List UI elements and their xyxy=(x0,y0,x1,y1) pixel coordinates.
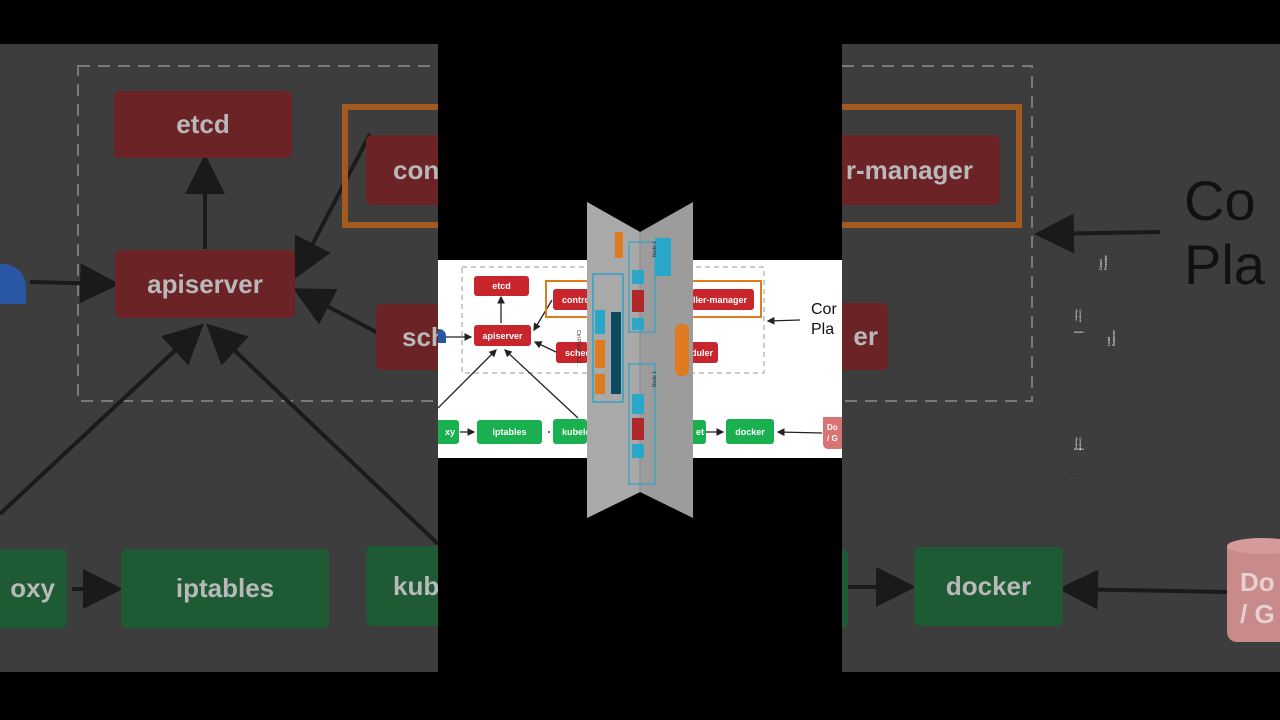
registry-label-right-2: / G xyxy=(1240,599,1275,629)
overlay-node2-label: Node 1 xyxy=(652,370,659,388)
right-connectors xyxy=(842,65,1228,610)
overlay-kubelet2-label: kubelet xyxy=(1074,447,1084,451)
registry-db-icon-right xyxy=(1227,538,1280,642)
apiserver-node-center: apiserver xyxy=(474,325,531,346)
right-background-panel: r-manager er docker Do / G Co Pla xyxy=(842,44,1280,672)
docker-node-right: docker xyxy=(914,547,1063,626)
controller-manager-node: con xyxy=(366,135,438,205)
overlay-pod1-label: Container Runtime xyxy=(1074,309,1083,323)
overlay-node1-label: Node 1 xyxy=(652,240,659,258)
overlay-ctrl-plane-label: Ctrl Plane - 1.2... xyxy=(575,330,581,368)
kubelet-node-center: kubele xyxy=(553,419,587,444)
overlay-kubelet1-label: kubelet xyxy=(1074,330,1084,334)
iptables-node: iptables xyxy=(121,549,329,628)
kubelet-node: kub xyxy=(366,546,438,626)
overlay-lb-label: Load Balancer xyxy=(1106,330,1116,346)
controller-manager-highlight xyxy=(342,104,438,228)
registry-label-center-1: Do xyxy=(827,423,838,432)
control-plane-label-center: Cor Pla xyxy=(811,301,837,338)
controller-manager-highlight-right xyxy=(842,104,1022,228)
folded-architecture-card xyxy=(587,202,693,518)
controller-manager-node-center-right: oller-manager xyxy=(692,289,754,310)
overlay-system-services1-label: System Services xyxy=(1068,356,1080,364)
left-background-panel: etcd apiserver con sch oxy iptables kub xyxy=(0,44,438,672)
kube-proxy-node-center: xy xyxy=(438,420,459,444)
control-plane-label-right: Co Pla xyxy=(1184,169,1265,297)
etcd-node-center: etcd xyxy=(474,276,529,296)
left-connectors xyxy=(0,65,438,609)
apiserver-node: apiserver xyxy=(115,250,295,318)
registry-label-center-2: / G xyxy=(827,434,838,443)
registry-db-icon-center xyxy=(823,417,842,449)
scheduler-node: sch xyxy=(376,304,438,370)
overlay-cloud-label: Cloud Provider xyxy=(1098,255,1108,270)
overlay-system-services2-label: System Services xyxy=(1068,466,1080,474)
kubelet-node-right xyxy=(842,549,848,628)
center-video-frame: etcd apiserver contro oller-manager sche… xyxy=(438,0,1116,720)
kube-proxy-node: oxy xyxy=(0,549,67,628)
iptables-node-center: iptables xyxy=(477,420,542,444)
etcd-node: etcd xyxy=(114,91,292,158)
scheduler-node-right: er xyxy=(842,303,888,370)
scheduler-node-center-right: duler xyxy=(690,342,718,363)
docker-node-center: docker xyxy=(726,419,774,444)
user-icon-center xyxy=(438,329,446,343)
controller-manager-node-right: r-manager xyxy=(842,135,1000,205)
controller-manager-node-center: contro xyxy=(553,289,593,310)
registry-label-right-1: Do xyxy=(1240,567,1275,597)
